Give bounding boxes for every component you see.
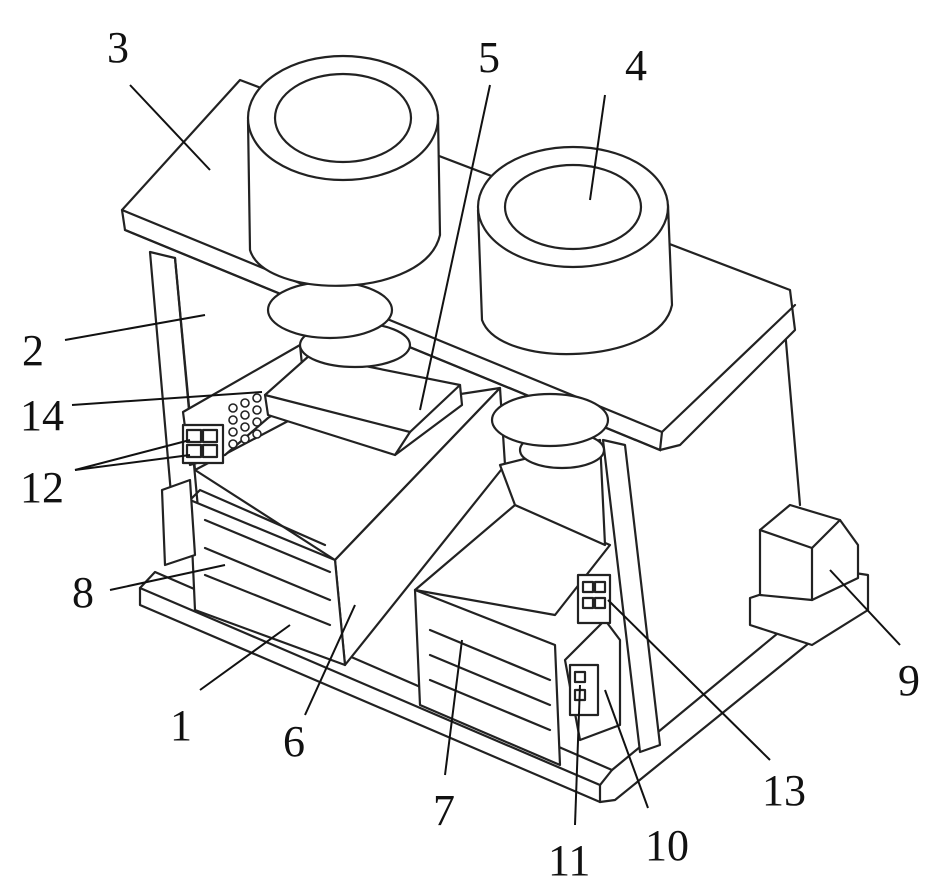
label-3: 3 — [107, 23, 129, 72]
label-8: 8 — [72, 568, 94, 617]
label-7: 7 — [433, 786, 455, 835]
label-6: 6 — [283, 717, 305, 766]
label-2: 2 — [22, 326, 44, 375]
label-10: 10 — [645, 821, 689, 870]
label-5: 5 — [478, 33, 500, 82]
label-11: 11 — [548, 836, 590, 885]
left-funnel — [248, 56, 440, 286]
label-12: 12 — [20, 463, 64, 512]
right-side-block — [565, 575, 620, 740]
right-funnel — [478, 147, 672, 354]
label-4: 4 — [625, 41, 647, 90]
label-1: 1 — [170, 701, 192, 750]
motor — [750, 505, 868, 645]
label-9: 9 — [898, 656, 920, 705]
label-13: 13 — [762, 766, 806, 815]
label-14: 14 — [20, 391, 64, 440]
